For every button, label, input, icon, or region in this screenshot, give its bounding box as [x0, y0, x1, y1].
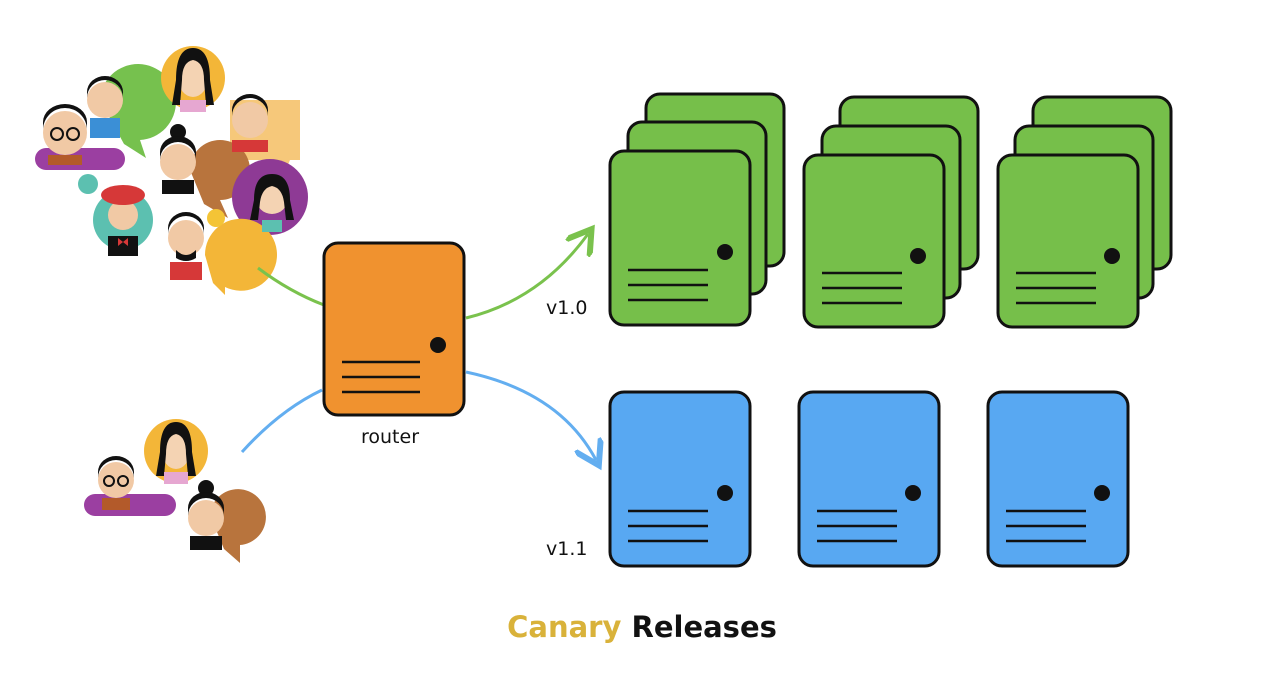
router-server-icon [322, 241, 466, 417]
server-icon [608, 92, 786, 327]
server-icon [797, 390, 941, 568]
server-icon [986, 390, 1130, 568]
small-user-group [84, 419, 266, 563]
title-accent: Canary [507, 610, 622, 644]
diagram-title: Canary Releases [0, 610, 1284, 644]
person-avatar [232, 94, 268, 152]
person-avatar [87, 76, 123, 138]
server-icon [802, 95, 980, 329]
large-user-group [35, 46, 308, 295]
server-icon [608, 390, 752, 568]
person-avatar [168, 212, 204, 280]
person-avatar [160, 124, 196, 194]
title-main: Releases [631, 610, 777, 644]
flow-arrow-router-to-stable [465, 234, 588, 320]
stable-server-cluster [608, 92, 1173, 329]
flow-arrow-users-to-router [257, 266, 325, 307]
person-avatar [188, 480, 224, 550]
person-avatar [144, 419, 208, 484]
person-avatar [250, 174, 294, 232]
canary-server-cluster [608, 390, 1130, 568]
version-label-stable: v1.0 [546, 297, 588, 319]
flow-arrow-router-to-canary [465, 370, 596, 460]
person-avatar [98, 456, 134, 510]
flow-arrow-users-to-router-canary [240, 388, 323, 454]
server-icon [996, 95, 1173, 329]
router-label: router [361, 426, 420, 448]
person-avatar [161, 46, 225, 112]
person-avatar [43, 104, 87, 165]
version-label-canary: v1.1 [546, 538, 588, 560]
person-avatar [93, 185, 153, 256]
